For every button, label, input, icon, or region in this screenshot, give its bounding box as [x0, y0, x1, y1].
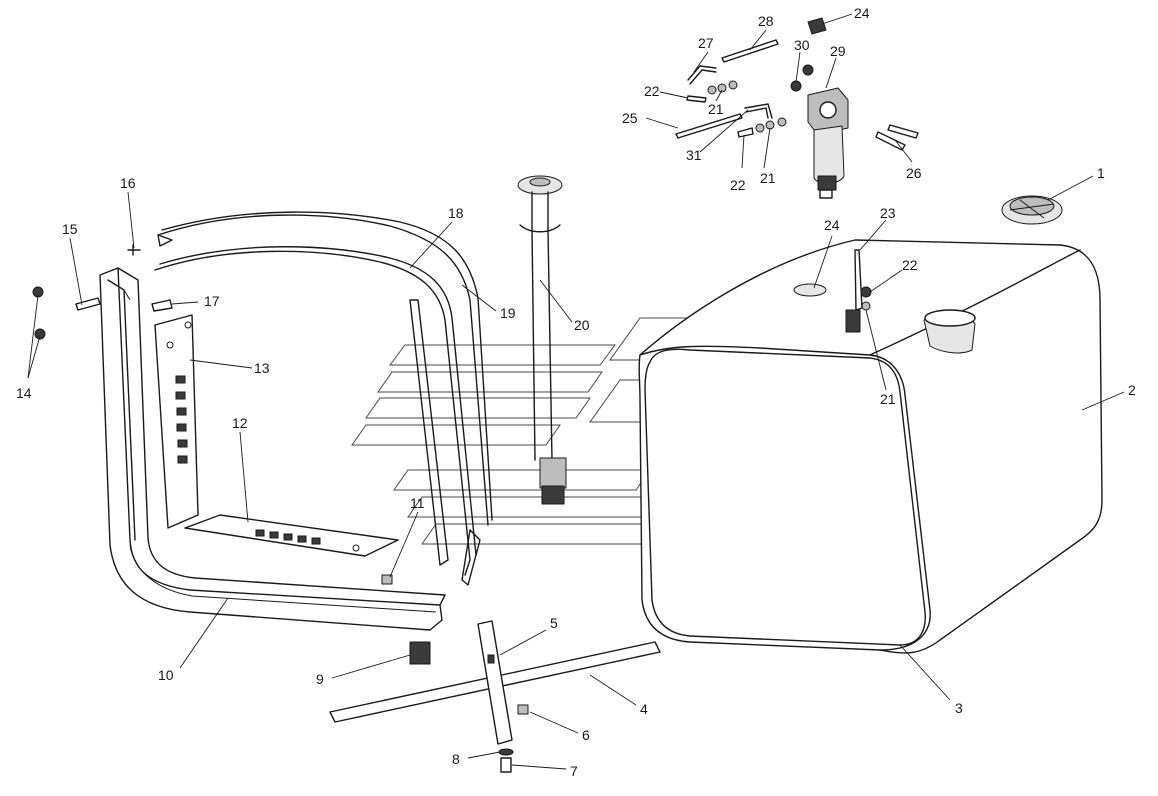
- fuel-tank-body: [638, 239, 1103, 654]
- callout-12: 12: [232, 415, 248, 431]
- callout-25: 25: [622, 110, 638, 126]
- tank-strap: [154, 211, 493, 586]
- callout-14: 14: [16, 385, 32, 401]
- callout-15: 15: [62, 221, 78, 237]
- callout-23: 23: [880, 205, 896, 221]
- callout-labels: 1 2 3 4 5 6 7 8 9 10 11 12 13 14 15 16 1…: [16, 5, 1136, 779]
- callout-10: 10: [158, 667, 174, 683]
- callout-8: 8: [452, 751, 460, 767]
- callout-5: 5: [550, 615, 558, 631]
- callout-28: 28: [758, 13, 774, 29]
- callout-21b: 21: [760, 170, 776, 186]
- callout-20: 20: [574, 317, 590, 333]
- callout-18: 18: [448, 205, 464, 221]
- fittings-and-fasteners: [32, 17, 919, 773]
- filler-cap: [1001, 195, 1063, 225]
- callout-26: 26: [906, 165, 922, 181]
- callout-6: 6: [582, 727, 590, 743]
- rubber-pad-horizontal: [184, 514, 399, 557]
- callout-22c: 22: [902, 257, 918, 273]
- callout-11: 11: [410, 495, 425, 511]
- callout-24b: 24: [824, 217, 840, 233]
- tank-bracket-frame: [99, 267, 446, 631]
- callout-24a: 24: [854, 5, 870, 21]
- callout-1: 1: [1097, 165, 1105, 181]
- callout-29: 29: [830, 43, 846, 59]
- callout-2: 2: [1128, 382, 1136, 398]
- rubber-pad-vertical: [154, 314, 199, 529]
- callout-31: 31: [686, 147, 702, 163]
- leader-lines: [27, 13, 1125, 770]
- callout-21a: 21: [708, 101, 724, 117]
- tank-end-band: [644, 348, 926, 646]
- callout-13: 13: [254, 360, 270, 376]
- callout-9: 9: [316, 671, 324, 687]
- callout-27: 27: [698, 35, 714, 51]
- callout-4: 4: [640, 701, 648, 717]
- callout-16: 16: [120, 175, 136, 191]
- callout-19: 19: [500, 305, 516, 321]
- fuel-level-sender: [517, 175, 567, 505]
- callout-21c: 21: [880, 391, 896, 407]
- callout-17: 17: [204, 293, 220, 309]
- callout-7: 7: [570, 763, 578, 779]
- callout-22a: 22: [644, 83, 660, 99]
- callout-22b: 22: [730, 177, 746, 193]
- callout-3: 3: [955, 700, 963, 716]
- fuel-filter: [807, 87, 849, 199]
- callout-30: 30: [794, 37, 810, 53]
